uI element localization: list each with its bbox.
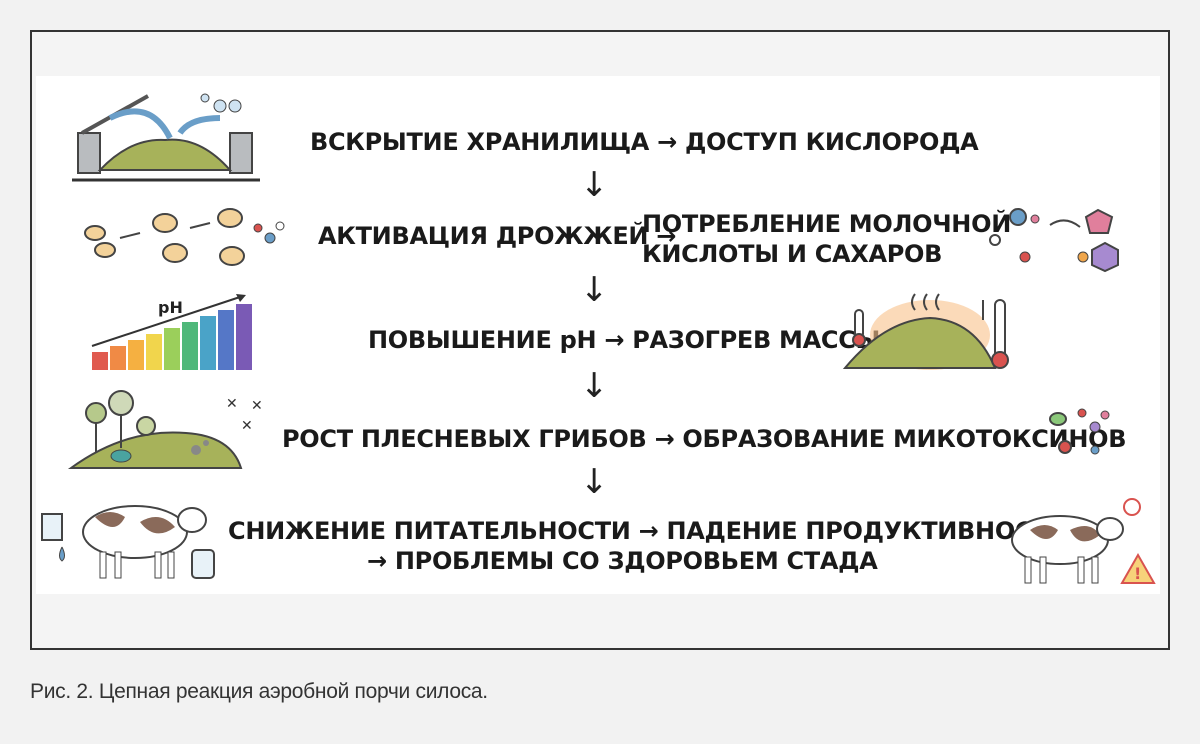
- flow-arrow: ↓: [580, 366, 609, 406]
- mycotoxin-icon: [1049, 408, 1110, 455]
- flow-arrow: ↓: [580, 462, 609, 502]
- cow-milk-icon: [41, 505, 215, 579]
- step-5-line1: СНИЖЕНИЕ ПИТАТЕЛЬНОСТИ → ПАДЕНИЕ ПРОДУКТ…: [228, 517, 1096, 545]
- sick-cow-icon: !: [1011, 498, 1156, 584]
- molecules-icon: [989, 208, 1119, 273]
- svg-text:✕: ✕: [251, 398, 263, 414]
- step-4-text: РОСТ ПЛЕСНЕВЫХ ГРИБОВ → ОБРАЗОВАНИЕ МИКО…: [282, 425, 1127, 453]
- svg-text:✕: ✕: [241, 418, 253, 434]
- mold-fungi-icon: ✕ ✕ ✕: [67, 390, 263, 469]
- flow-arrow: ↓: [580, 165, 609, 205]
- ph-scale-icon: [91, 294, 252, 370]
- svg-text:!: !: [1134, 564, 1141, 583]
- silo-bunker-icon: [72, 93, 260, 182]
- svg-text:✕: ✕: [226, 396, 238, 412]
- step-3-text: ПОВЫШЕНИЕ pH → РАЗОГРЕВ МАССЫ: [368, 326, 881, 354]
- step-2-right-line2: КИСЛОТЫ И САХАРОВ: [642, 240, 943, 268]
- ph-label: pH: [158, 298, 183, 317]
- step-5-line2: → ПРОБЛЕМЫ СО ЗДОРОВЬЕМ СТАДА: [367, 547, 878, 575]
- yeast-cells-icon: [84, 208, 285, 266]
- step-2-left-text: АКТИВАЦИЯ ДРОЖЖЕЙ →: [318, 222, 677, 250]
- flow-arrow: ↓: [580, 270, 609, 310]
- step-2-right-line1: ПОТРЕБЛЕНИЕ МОЛОЧНОЙ: [642, 210, 1011, 238]
- step-1-text: ВСКРЫТИЕ ХРАНИЛИЩА → ДОСТУП КИСЛОРОДА: [310, 128, 979, 156]
- heating-silage-icon: [842, 293, 1009, 370]
- figure-caption: Рис. 2. Цепная реакция аэробной порчи си…: [30, 680, 488, 703]
